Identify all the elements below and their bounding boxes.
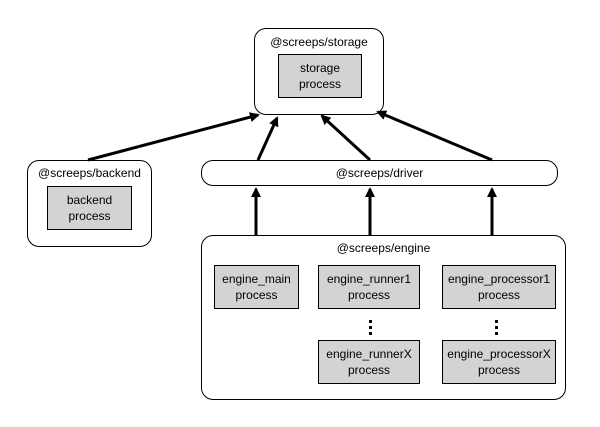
engine-runner1-process-label: process (347, 288, 390, 302)
engine-runnerX-process-label: process (347, 363, 391, 377)
storage-package-title: @screeps/storage (270, 35, 368, 49)
storage-process-name: storage (299, 61, 341, 75)
storage-package: @screeps/storage storage process (254, 28, 384, 115)
backend-process-name: backend (66, 193, 113, 207)
engine-main-process-label: process (235, 288, 278, 302)
engine-runner1-process: engine_runner1 process (318, 265, 420, 309)
runner-ellipsis (368, 320, 372, 338)
engine-processor1-process-label: process (477, 288, 520, 302)
driver-package-title: @screeps/driver (335, 166, 424, 180)
arrow-driver-to-storage-1 (256, 116, 279, 161)
storage-process: storage process (278, 54, 362, 98)
engine-processorX-process: engine_processorX process (442, 340, 556, 384)
engine-processorX-process-label: process (477, 363, 521, 377)
engine-package-title: @screeps/engine (336, 241, 431, 255)
storage-process-label: process (298, 77, 342, 91)
engine-runnerX-process-name: engine_runnerX (326, 347, 412, 361)
engine-runner1-process-name: engine_runner1 (326, 272, 412, 286)
engine-processor1-process: engine_processor1 process (442, 265, 556, 309)
engine-package: @screeps/engine engine_main process engi… (201, 235, 566, 400)
engine-main-process-name: engine_main (222, 272, 291, 286)
arrow-driver-to-storage-2 (320, 114, 372, 162)
backend-process-label: process (68, 209, 111, 223)
driver-package: @screeps/driver (201, 160, 558, 186)
backend-package-title: @screeps/backend (38, 166, 141, 180)
processor-ellipsis (494, 320, 498, 338)
backend-process: backend process (47, 186, 132, 230)
backend-package: @screeps/backend backend process (27, 160, 152, 247)
engine-runnerX-process: engine_runnerX process (318, 340, 420, 384)
engine-main-process: engine_main process (214, 265, 299, 309)
arrow-backend-to-storage (87, 112, 260, 162)
engine-processor1-process-name: engine_processor1 (447, 272, 551, 286)
engine-processorX-process-name: engine_processorX (447, 347, 551, 361)
arrow-driver-to-storage-3 (376, 110, 493, 162)
